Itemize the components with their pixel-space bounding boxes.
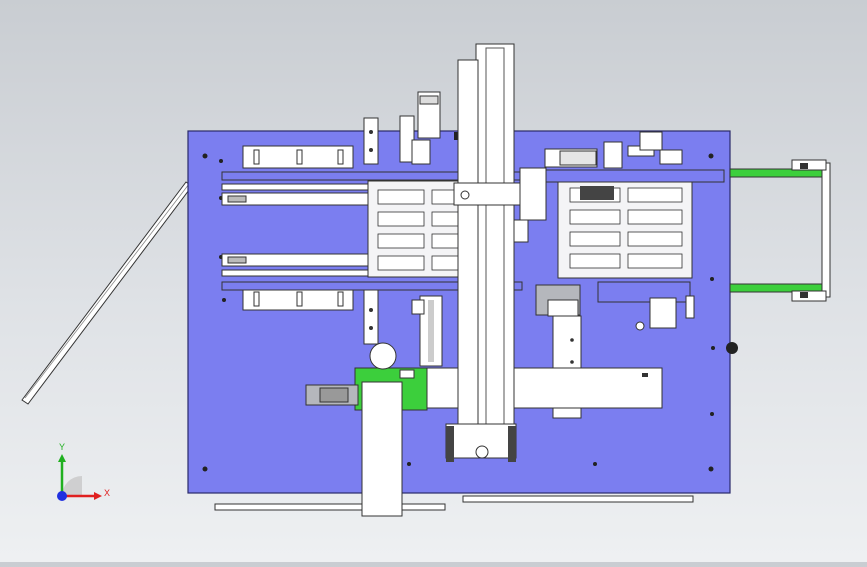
axis-triad: Y X [40,440,120,510]
green-side-frame [729,159,831,302]
vertical-stack-left [363,117,379,345]
right-top-mechanism [539,131,725,183]
bottom-rail-right [462,495,694,503]
right-edge-knob [726,342,738,354]
lower-pneumatic [411,295,443,367]
diagonal-rail [21,181,193,405]
vertical-gantry [445,43,547,462]
right-lower-bracket [535,281,695,419]
right-tray [557,181,693,279]
green-motor-assembly [305,342,428,517]
axis-triad-icon [57,454,102,501]
guide-rails [221,171,523,291]
left-bracket-bottom [242,287,354,311]
x-axis-label: X [104,488,111,498]
y-axis-label: Y [59,442,66,452]
bottom-rail-left [214,503,446,511]
left-bracket-top [242,145,354,169]
